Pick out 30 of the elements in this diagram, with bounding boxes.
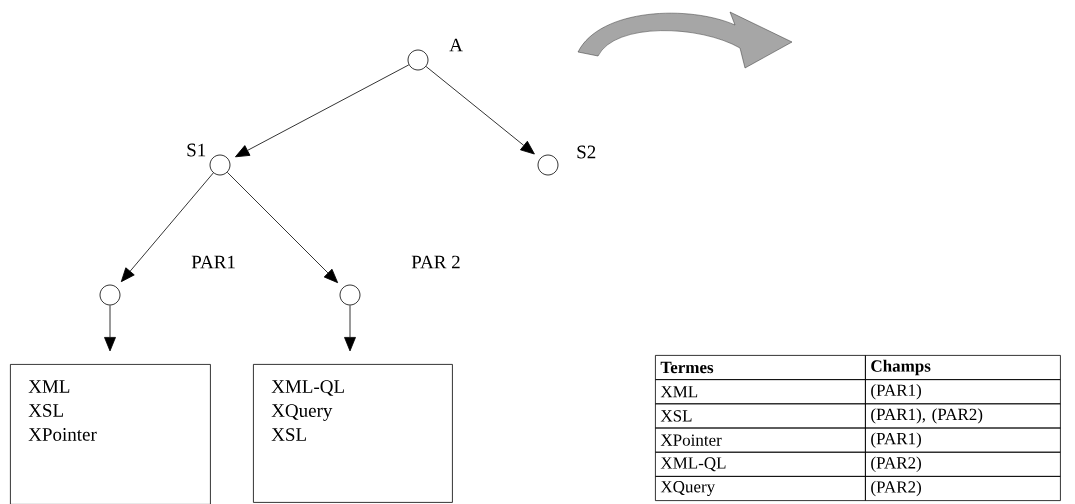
arrow <box>226 171 339 284</box>
arrow <box>120 172 214 283</box>
arrow <box>104 305 116 352</box>
table-cell: XPointer <box>655 427 866 453</box>
tree-node-circle <box>99 284 121 306</box>
tree-node-circle <box>209 154 231 176</box>
arrow <box>344 305 356 352</box>
tree-node-circle <box>339 284 361 306</box>
tree-node-circle <box>537 154 559 176</box>
table-cell: (PAR2) <box>865 451 1061 477</box>
table-cell: Champs <box>865 355 1061 380</box>
table-cell: (PAR1) <box>865 427 1061 453</box>
table-cell: XML <box>655 379 866 405</box>
tree-node-circle <box>407 49 429 71</box>
node-label: S2 <box>577 145 596 159</box>
table-cell: XML-QL <box>655 451 866 477</box>
term-list-box: XML XSL XPointer <box>10 364 211 504</box>
node-label: A <box>449 38 463 52</box>
term-list-box: XML-QL XQuery XSL <box>253 364 453 503</box>
arrow <box>235 64 410 158</box>
table-cell: (PAR2) <box>865 476 1061 501</box>
table-cell: Termes <box>655 355 866 380</box>
table-cell: (PAR1), (PAR2) <box>865 403 1061 429</box>
table-cell: (PAR1) <box>865 379 1061 405</box>
table-cell: XSL <box>655 403 866 429</box>
arrow <box>425 66 535 155</box>
node-label: PAR1 <box>191 255 235 269</box>
node-label: PAR 2 <box>411 255 460 269</box>
table-cell: XQuery <box>655 476 866 501</box>
node-label: S1 <box>187 143 206 157</box>
